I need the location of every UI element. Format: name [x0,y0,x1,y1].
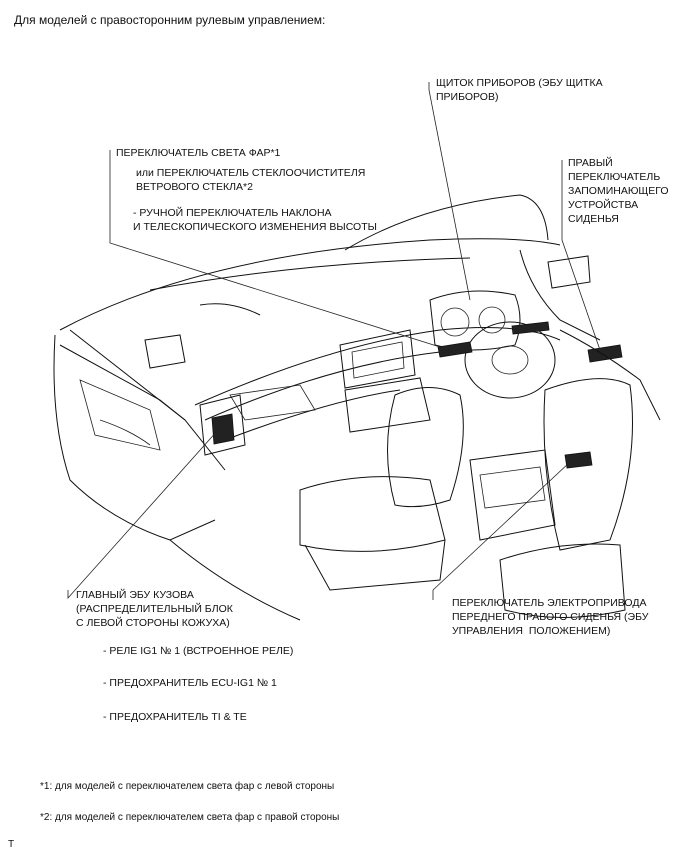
label-tilt-telescopic-switch: - РУЧНОЙ ПЕРЕКЛЮЧАТЕЛЬ НАКЛОНА И ТЕЛЕСКО… [133,207,377,233]
label-seat-memory-switch: ПРАВЫЙ ПЕРЕКЛЮЧАТЕЛЬ ЗАПОМИНАЮЩЕГО УСТРО… [568,157,669,225]
label-fuse-ti-te: - ПРЕДОХРАНИТЕЛЬ TI & TE [103,711,247,723]
footnote-2: *2: для моделей с переключателем света ф… [40,812,340,823]
corner-mark: T [8,839,15,850]
label-main-body-ecu: ГЛАВНЫЙ ЭБУ КУЗОВА (РАСПРЕДЕЛИТЕЛЬНЫЙ БЛ… [76,589,233,629]
label-fuse-ecu-ig1: - ПРЕДОХРАНИТЕЛЬ ECU-IG1 № 1 [103,677,277,689]
label-relay-ig1: - РЕЛЕ IG1 № 1 (ВСТРОЕННОЕ РЕЛЕ) [103,645,294,657]
label-combination-meter: ЩИТОК ПРИБОРОВ (ЭБУ ЩИТКА ПРИБОРОВ) [436,77,603,103]
label-power-seat-switch: ПЕРЕКЛЮЧАТЕЛЬ ЭЛЕКТРОПРИВОДА ПЕРЕДНЕГО П… [452,597,649,637]
label-wiper-switch: или ПЕРЕКЛЮЧАТЕЛЬ СТЕКЛООЧИСТИТЕЛЯ ВЕТРО… [136,167,366,193]
footnote-1: *1: для моделей с переключателем света ф… [40,781,335,792]
page-title: Для моделей с правосторонним рулевым упр… [14,13,326,27]
label-headlight-switch: ПЕРЕКЛЮЧАТЕЛЬ СВЕТА ФАР*1 [116,147,281,159]
